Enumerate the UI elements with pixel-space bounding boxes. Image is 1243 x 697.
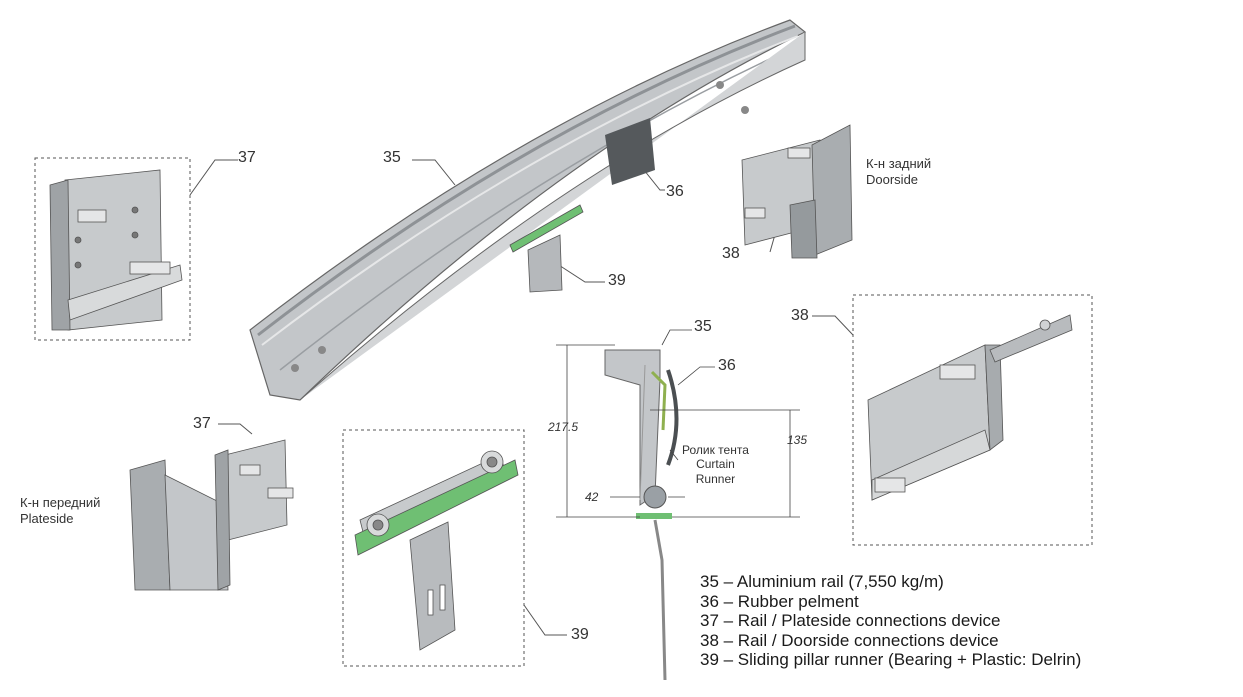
legend-item: 38 – Rail / Doorside connections device [700, 630, 999, 650]
runner-caption-en-1: Curtain [696, 457, 735, 472]
legend-item: 35 – Aluminium rail (7,550 kg/m) [700, 572, 944, 591]
callout-39: 39 [608, 272, 626, 289]
doorside-device-detail [867, 314, 1073, 501]
callout-39-detail: 39 [571, 626, 589, 643]
callout-38: 38 [722, 245, 740, 262]
dimension-width: 42 [585, 490, 599, 504]
doorside-caption: К-н задний Doorside [866, 156, 931, 187]
leader-38-box [812, 315, 854, 336]
legend-item: 39 – Sliding pillar runner (Bearing + Pl… [700, 650, 1082, 669]
doorside-caption-en: Doorside [866, 171, 919, 187]
detail-box-37 [34, 157, 191, 341]
plateside-caption-en: Plateside [20, 510, 74, 526]
rubber-pelment [605, 118, 655, 185]
callout-36: 36 [666, 183, 684, 200]
callout-37-plateside: 37 [193, 415, 211, 432]
doorside-caption-ru: К-н задний [866, 156, 932, 171]
legend-item: 36 – Rubber pelment [700, 591, 859, 611]
pillar-runner-detail [354, 450, 519, 651]
parts-legend: 35 – Aluminium rail (7,550 kg/m) 36 – Ru… [700, 572, 1081, 670]
cross-section [556, 329, 800, 681]
runner-caption-ru: Ролик тента [682, 443, 749, 457]
aluminium-rail [249, 19, 807, 401]
leader-37-plate [218, 423, 253, 435]
detail-box-38 [852, 294, 1093, 546]
detail-box-39 [342, 429, 525, 667]
runner-caption: Ролик тента Curtain Runner [682, 443, 749, 486]
dimension-total-height: 217.5 [548, 420, 579, 434]
plateside-device [129, 439, 294, 591]
callout-38-detail: 38 [791, 307, 809, 324]
plateside-caption-ru: К-н передний [20, 495, 101, 510]
callout-35: 35 [383, 149, 401, 166]
callout-35-section: 35 [694, 318, 712, 335]
leader-35 [412, 159, 456, 186]
leader-39-box [523, 604, 567, 636]
callout-37: 37 [238, 149, 256, 166]
doorside-device [741, 124, 853, 259]
leader-37-top [189, 159, 238, 196]
plateside-caption: К-н передний Plateside [20, 495, 100, 526]
dimension-runner-height: 135 [787, 433, 808, 447]
callout-36-section: 36 [718, 357, 736, 374]
pillar-runner [509, 204, 584, 253]
plateside-device-detail [49, 169, 183, 331]
runner-caption-en-2: Runner [695, 471, 736, 486]
legend-item: 37 – Rail / Plateside connections device [700, 611, 1001, 630]
